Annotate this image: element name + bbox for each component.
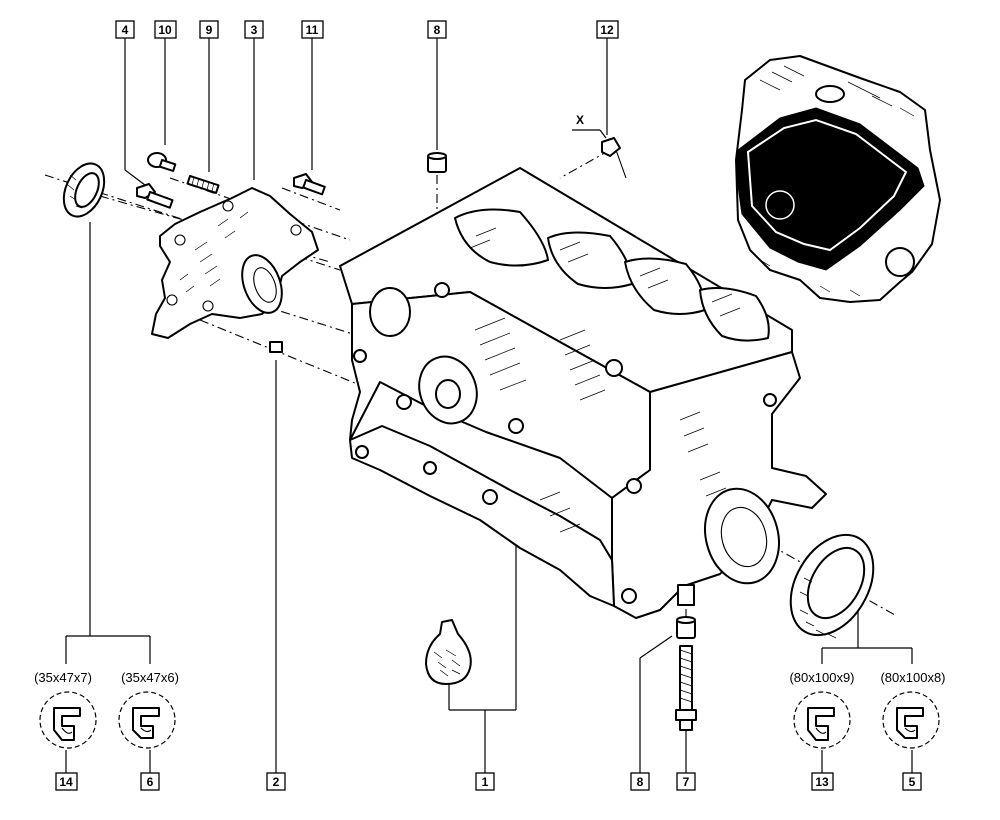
front-oil-seal [62, 162, 106, 218]
svg-text:8: 8 [434, 23, 441, 37]
svg-text:2: 2 [273, 775, 280, 789]
seal-size-6: (35x47x6) [121, 670, 179, 685]
bolt-part-11 [293, 173, 326, 196]
seal-profile-icon-14 [39, 691, 97, 749]
dowel-pin-part-2 [269, 341, 283, 353]
cylinder-block-part-1 [339, 167, 827, 619]
callout-9: 9 [199, 20, 219, 39]
svg-text:7: 7 [683, 775, 690, 789]
front-cover-part-3 [151, 187, 319, 339]
callout-11: 11 [301, 20, 324, 39]
svg-text:5: 5 [909, 775, 916, 789]
svg-text:14: 14 [59, 775, 73, 789]
callout-4: 4 [115, 20, 135, 39]
callout-2: 2 [266, 772, 286, 791]
callout-14: 14 [55, 772, 78, 791]
bolt-part-10 [147, 152, 177, 172]
oil-drain-boss [677, 584, 695, 606]
svg-text:9: 9 [206, 23, 213, 37]
callout-3: 3 [244, 20, 264, 39]
marker-x: X [572, 113, 607, 139]
callout-1: 1 [475, 772, 495, 791]
callout-8-top: 8 [427, 20, 447, 39]
svg-text:13: 13 [815, 775, 829, 789]
seal-size-14: (35x47x7) [34, 670, 92, 685]
svg-text:1: 1 [482, 775, 489, 789]
svg-text:11: 11 [306, 23, 319, 37]
seal-size-13: (80x100x9) [789, 670, 854, 685]
bolt-part-4 [136, 183, 174, 209]
stud-part-9 [186, 175, 220, 194]
seal-profile-icon-13 [793, 691, 851, 749]
callout-10: 10 [154, 20, 177, 39]
seal-size-5: (80x100x8) [880, 670, 945, 685]
callout-8-bottom: 8 [630, 772, 650, 791]
callout-7: 7 [676, 772, 696, 791]
dowel-part-8-top [427, 152, 447, 173]
leader-lines [65, 38, 913, 773]
callout-13: 13 [811, 772, 834, 791]
stud-part-7 [675, 645, 697, 731]
engine-location-inset [735, 55, 941, 303]
callout-12: 12 [596, 20, 619, 39]
svg-text:12: 12 [600, 23, 614, 37]
svg-text:4: 4 [122, 23, 129, 37]
callout-5: 5 [902, 772, 922, 791]
seal-profile-icon-6 [118, 691, 176, 749]
dowel-part-8-bottom [676, 616, 696, 639]
svg-text:6: 6 [147, 775, 154, 789]
callout-6: 6 [140, 772, 160, 791]
rear-oil-seal [789, 533, 875, 639]
sealant-tube-icon [425, 619, 472, 685]
plug-part-12 [601, 137, 627, 179]
seal-profile-icon-5 [882, 691, 940, 749]
svg-text:X: X [576, 113, 584, 127]
svg-text:10: 10 [158, 23, 172, 37]
svg-text:3: 3 [251, 23, 258, 37]
svg-text:8: 8 [637, 775, 644, 789]
